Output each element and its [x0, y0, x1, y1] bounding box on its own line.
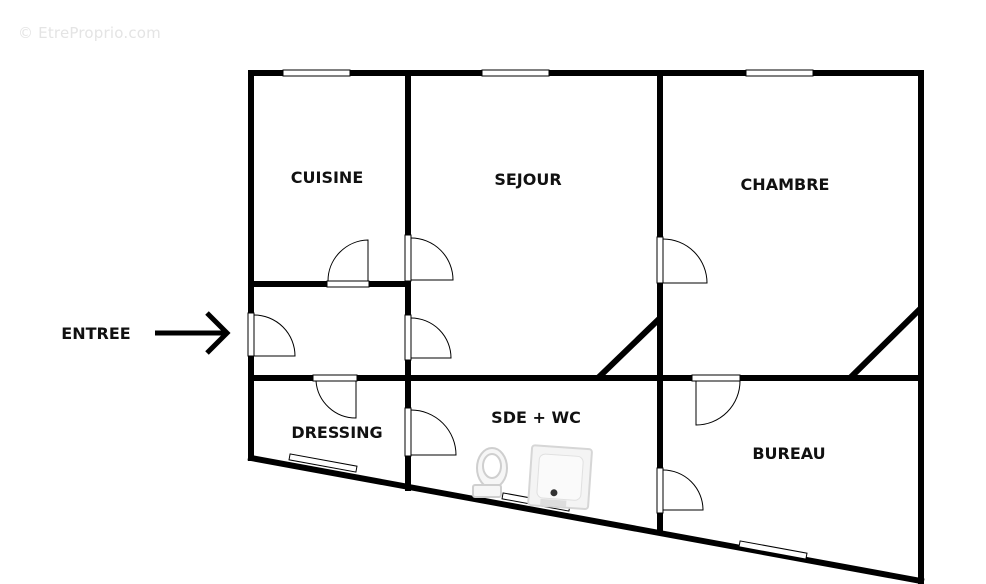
wall-bottom-slanted [247, 454, 925, 584]
arrow-right-icon [155, 311, 231, 355]
room-label-cuisine: CUISINE [290, 168, 364, 187]
entrance-label: ENTREE [61, 324, 131, 343]
room-label-bureau: BUREAU [752, 444, 826, 463]
room-label-sejour: SEJOUR [494, 170, 562, 189]
room-label-sde-wc: SDE + WC [491, 408, 581, 427]
watermark: © EtreProprio.com [18, 24, 161, 42]
room-label-chambre: CHAMBRE [740, 175, 830, 194]
toilet-icon [472, 447, 508, 498]
room-label-dressing: DRESSING [291, 423, 383, 442]
shower-tray-icon [527, 444, 593, 510]
